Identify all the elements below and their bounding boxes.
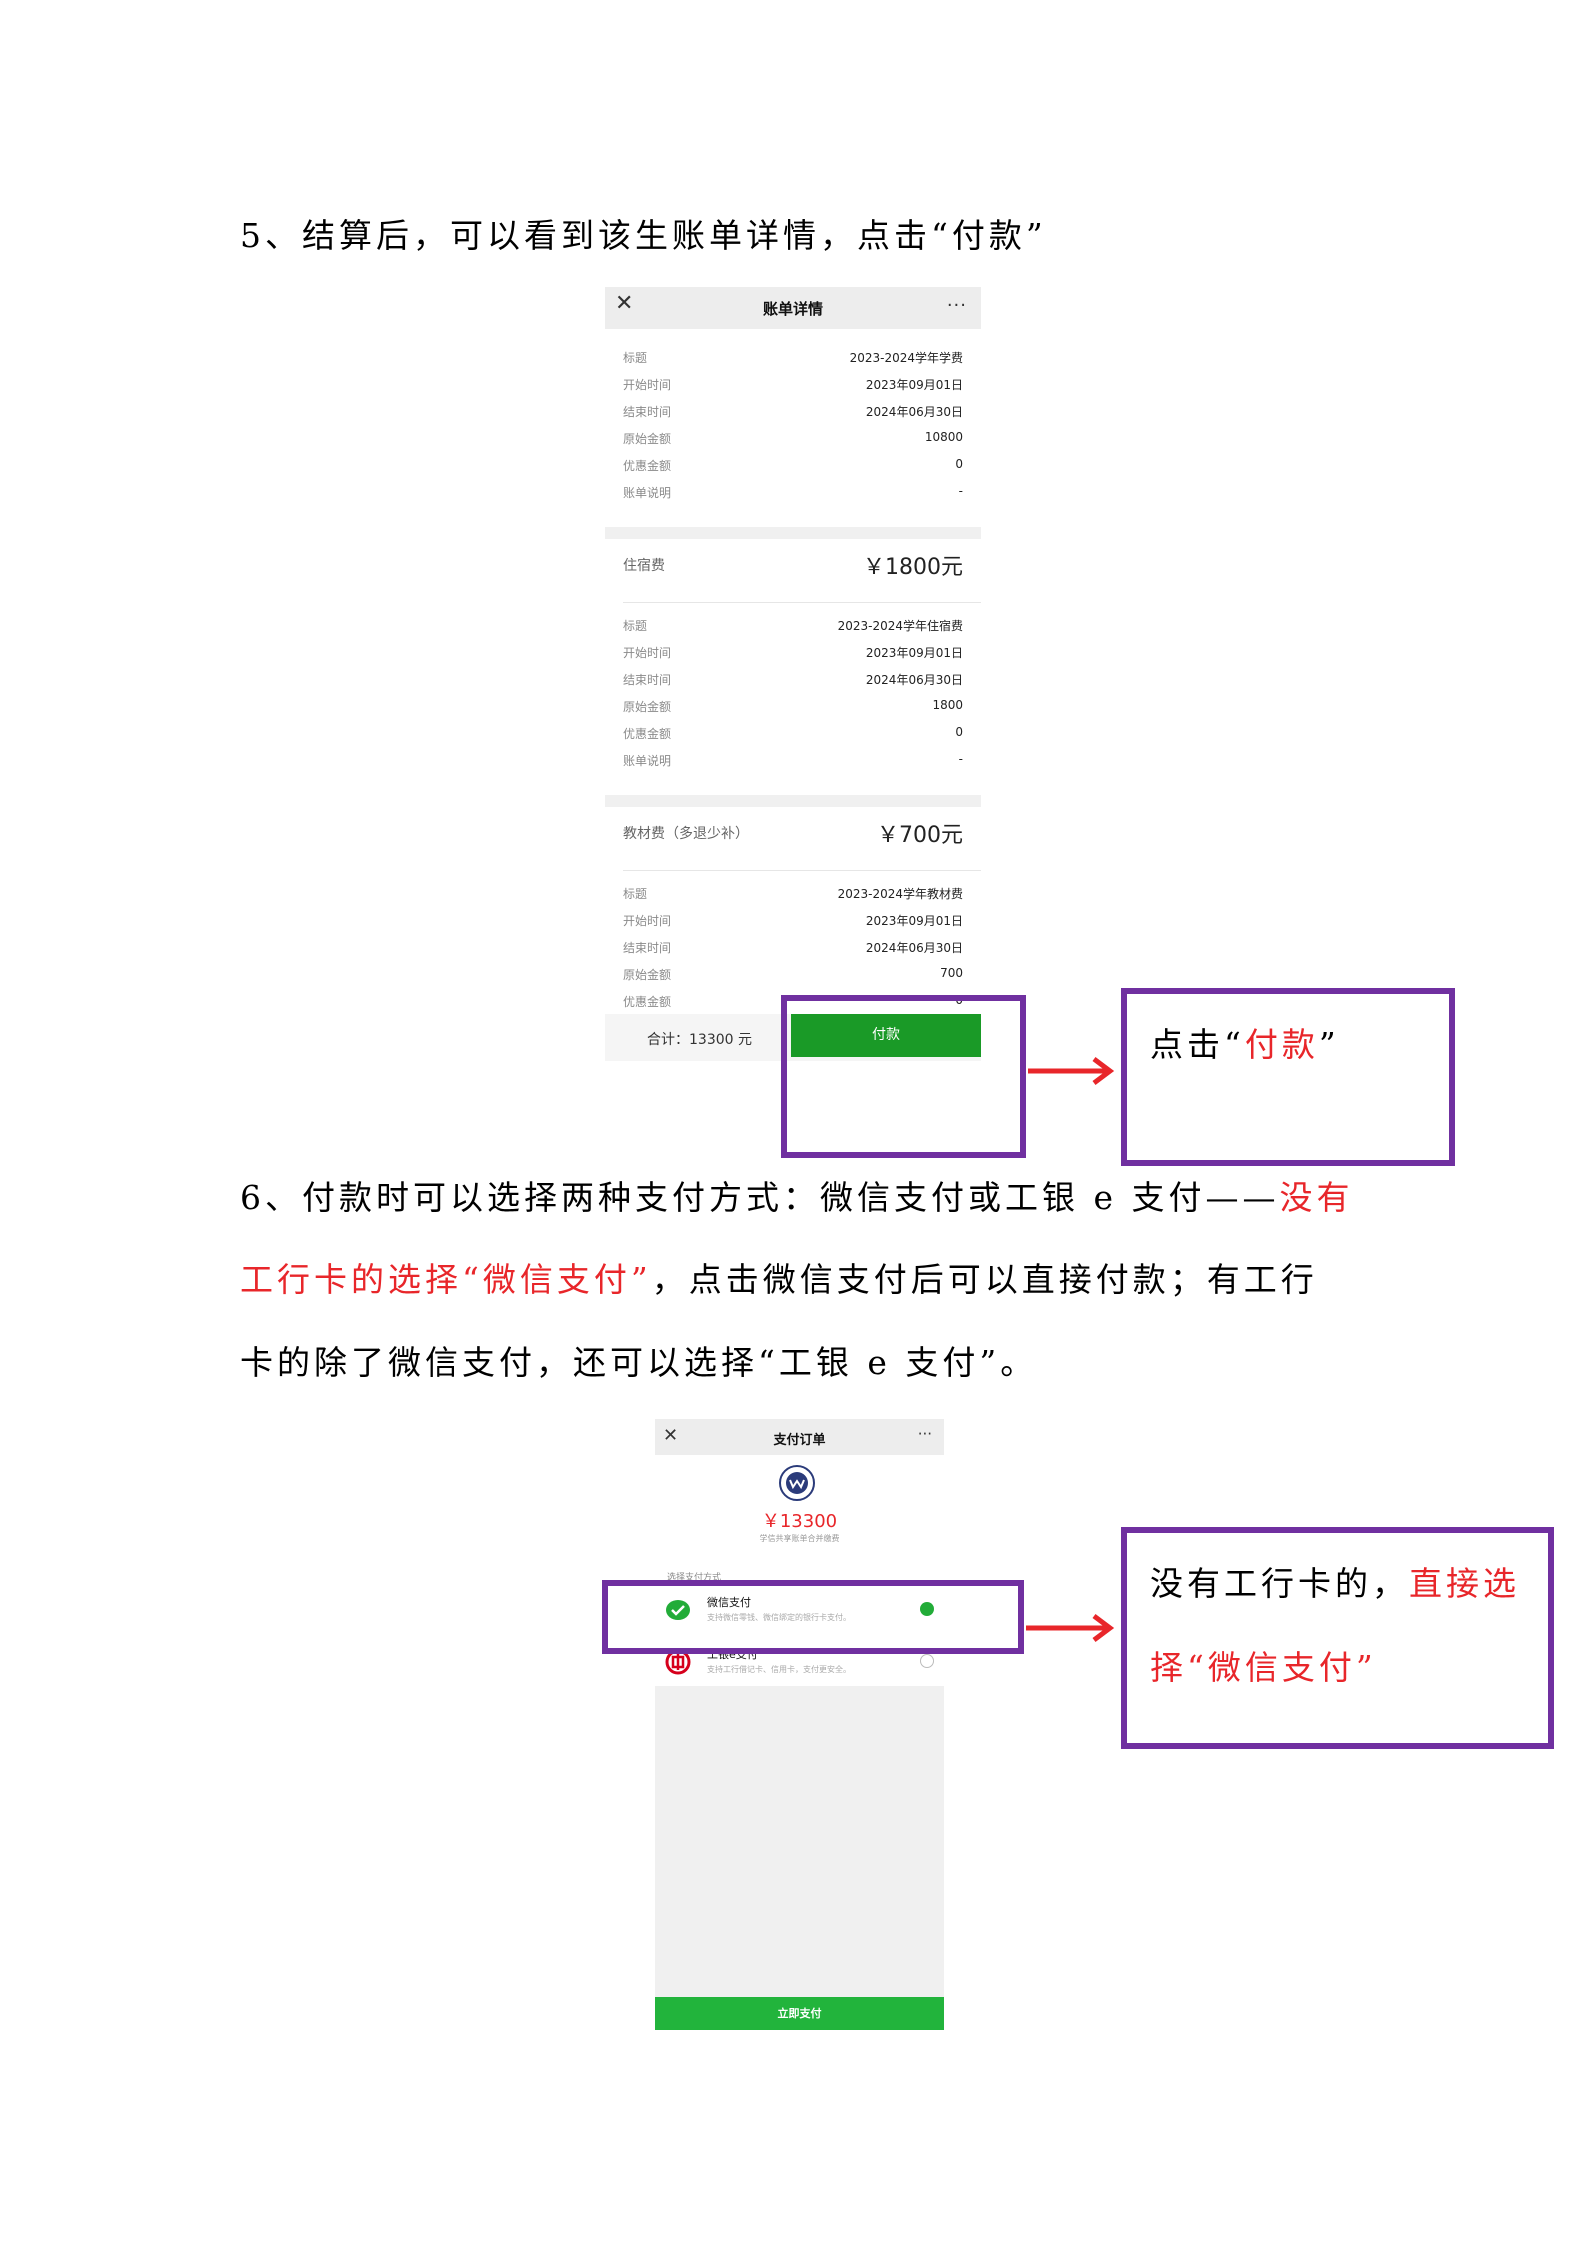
detail-row: 结束时间 2024年06月30日 xyxy=(623,397,963,423)
row-label: 账单说明 xyxy=(623,754,672,768)
highlight-pay-box xyxy=(781,995,1026,1158)
row-label: 标题 xyxy=(623,619,648,633)
step6-line3: 卡的除了微信支付，还可以选择“工银 e 支付”。 xyxy=(240,1343,1038,1382)
row-value: 700 xyxy=(940,966,963,980)
row-value: 2024年06月30日 xyxy=(865,673,963,687)
step5-text: 5、结算后，可以看到该生账单详情，点击“付款” xyxy=(240,216,1047,255)
school-logo-icon xyxy=(779,1465,815,1501)
row-value: 10800 xyxy=(924,430,963,444)
order-amount: ￥13300 xyxy=(761,1511,838,1532)
section-amount: ￥1800元 xyxy=(863,555,963,580)
section-divider xyxy=(605,795,981,807)
row-value: 2023年09月01日 xyxy=(865,914,963,928)
section-header: 教材费（多退少补） ￥700元 xyxy=(623,811,963,851)
bill-detail-screenshot: ✕ 账单详情 ··· 标题 2023-2024学年学费 开始时间 2023年09… xyxy=(605,287,981,1061)
row-value: 2024年06月30日 xyxy=(865,405,963,419)
row-value: 0 xyxy=(955,725,963,739)
row-label: 优惠金额 xyxy=(623,727,672,741)
section-header: 住宿费 ￥1800元 xyxy=(623,543,963,583)
row-label: 标题 xyxy=(623,351,648,365)
step6-line1: 6、付款时可以选择两种支付方式：微信支付或工银 e 支付——没有 xyxy=(240,1178,1354,1217)
row-value: 1800 xyxy=(932,698,963,712)
highlight-wechat-box xyxy=(602,1580,1024,1654)
detail-row: 开始时间 2023年09月01日 xyxy=(623,906,963,932)
row-label: 账单说明 xyxy=(623,486,672,500)
row-label: 原始金额 xyxy=(623,968,672,982)
row-value: 2023年09月01日 xyxy=(865,378,963,392)
detail-row: 标题 2023-2024学年教材费 xyxy=(623,879,963,905)
row-label: 标题 xyxy=(623,887,648,901)
close-icon[interactable]: ✕ xyxy=(615,291,634,316)
arrow-right-icon xyxy=(1026,1614,1115,1642)
row-value: 2024年06月30日 xyxy=(865,941,963,955)
method-desc: 支持工行借记卡、信用卡，支付更安全。 xyxy=(707,1665,851,1674)
detail-row: 标题 2023-2024学年学费 xyxy=(623,343,963,369)
row-label: 原始金额 xyxy=(623,432,672,446)
arrow-right-icon xyxy=(1028,1057,1115,1085)
note-2-line2: 择“微信支付” xyxy=(1150,1648,1377,1687)
payment-order-screenshot: ✕ 支付订单 ··· ￥13300 学信共享账单合并缴费 选择支付方式 微信支付… xyxy=(655,1419,944,2030)
detail-row: 账单说明 - xyxy=(623,478,963,504)
row-value: 2023-2024学年教材费 xyxy=(837,887,963,901)
section-name: 教材费（多退少补） xyxy=(623,826,749,842)
detail-row: 结束时间 2024年06月30日 xyxy=(623,665,963,691)
wechat-pay-icon xyxy=(666,1600,690,1620)
order-header: ✕ 支付订单 ··· xyxy=(655,1419,944,1455)
row-label: 优惠金额 xyxy=(623,459,672,473)
method-desc: 支持微信零钱、微信绑定的银行卡支付。 xyxy=(707,1613,851,1622)
detail-row: 开始时间 2023年09月01日 xyxy=(623,370,963,396)
row-value: 2023-2024学年住宿费 xyxy=(837,619,963,633)
more-icon[interactable]: ··· xyxy=(946,295,967,316)
section-name: 住宿费 xyxy=(623,558,665,574)
detail-row: 结束时间 2024年06月30日 xyxy=(623,933,963,959)
order-summary: ￥13300 学信共享账单合并缴费 xyxy=(655,1455,944,1577)
detail-row: 优惠金额 0 xyxy=(623,451,963,477)
payment-method-wechat[interactable]: 微信支付 支持微信零钱、微信绑定的银行卡支付。 xyxy=(655,1585,944,1633)
bill-title: 账单详情 xyxy=(762,300,823,318)
radio-unselected-icon[interactable] xyxy=(920,1654,934,1668)
section-amount: ￥700元 xyxy=(877,823,963,848)
divider xyxy=(623,602,981,603)
detail-row: 账单说明 - xyxy=(623,746,963,772)
method-name: 微信支付 xyxy=(707,1596,751,1609)
row-label: 原始金额 xyxy=(623,700,672,714)
detail-row: 标题 2023-2024学年住宿费 xyxy=(623,611,963,637)
total-amount: 合计：13300 元 xyxy=(647,1032,752,1048)
step6-line2: 工行卡的选择“微信支付”，点击微信支付后可以直接付款；有工行 xyxy=(240,1260,1318,1299)
note-box-1 xyxy=(1121,988,1455,1166)
row-label: 结束时间 xyxy=(623,673,672,687)
detail-row: 原始金额 10800 xyxy=(623,424,963,450)
note-box-2 xyxy=(1121,1527,1554,1749)
pay-button[interactable]: 付款 xyxy=(791,1014,981,1057)
close-icon[interactable]: ✕ xyxy=(663,1425,679,1446)
section-divider xyxy=(605,527,981,539)
detail-row: 开始时间 2023年09月01日 xyxy=(623,638,963,664)
detail-row: 原始金额 1800 xyxy=(623,692,963,718)
row-label: 开始时间 xyxy=(623,646,672,660)
row-label: 开始时间 xyxy=(623,914,672,928)
radio-selected-icon[interactable] xyxy=(920,1602,934,1616)
order-subtitle: 学信共享账单合并缴费 xyxy=(759,1534,840,1543)
row-value: - xyxy=(958,752,963,766)
row-value: 0 xyxy=(955,457,963,471)
bill-header: ✕ 账单详情 ··· xyxy=(605,287,981,329)
detail-row: 优惠金额 0 xyxy=(623,719,963,745)
row-label: 优惠金额 xyxy=(623,995,672,1009)
row-value: 2023年09月01日 xyxy=(865,646,963,660)
row-label: 结束时间 xyxy=(623,941,672,955)
method-list-title: 选择支付方式 xyxy=(667,1573,722,1583)
bill-footer: 合计：13300 元 付款 xyxy=(605,1014,981,1061)
order-title: 支付订单 xyxy=(773,1433,826,1448)
note-1-text: 点击“付款” xyxy=(1150,1025,1340,1064)
detail-row: 原始金额 700 xyxy=(623,960,963,986)
row-value: 2023-2024学年学费 xyxy=(849,351,963,365)
pay-now-button[interactable]: 立即支付 xyxy=(655,1997,944,2030)
row-label: 开始时间 xyxy=(623,378,672,392)
more-icon[interactable]: ··· xyxy=(917,1425,932,1443)
row-value: - xyxy=(958,484,963,498)
divider xyxy=(623,870,981,871)
note-2-line1: 没有工行卡的，直接选 xyxy=(1150,1564,1520,1603)
row-label: 结束时间 xyxy=(623,405,672,419)
